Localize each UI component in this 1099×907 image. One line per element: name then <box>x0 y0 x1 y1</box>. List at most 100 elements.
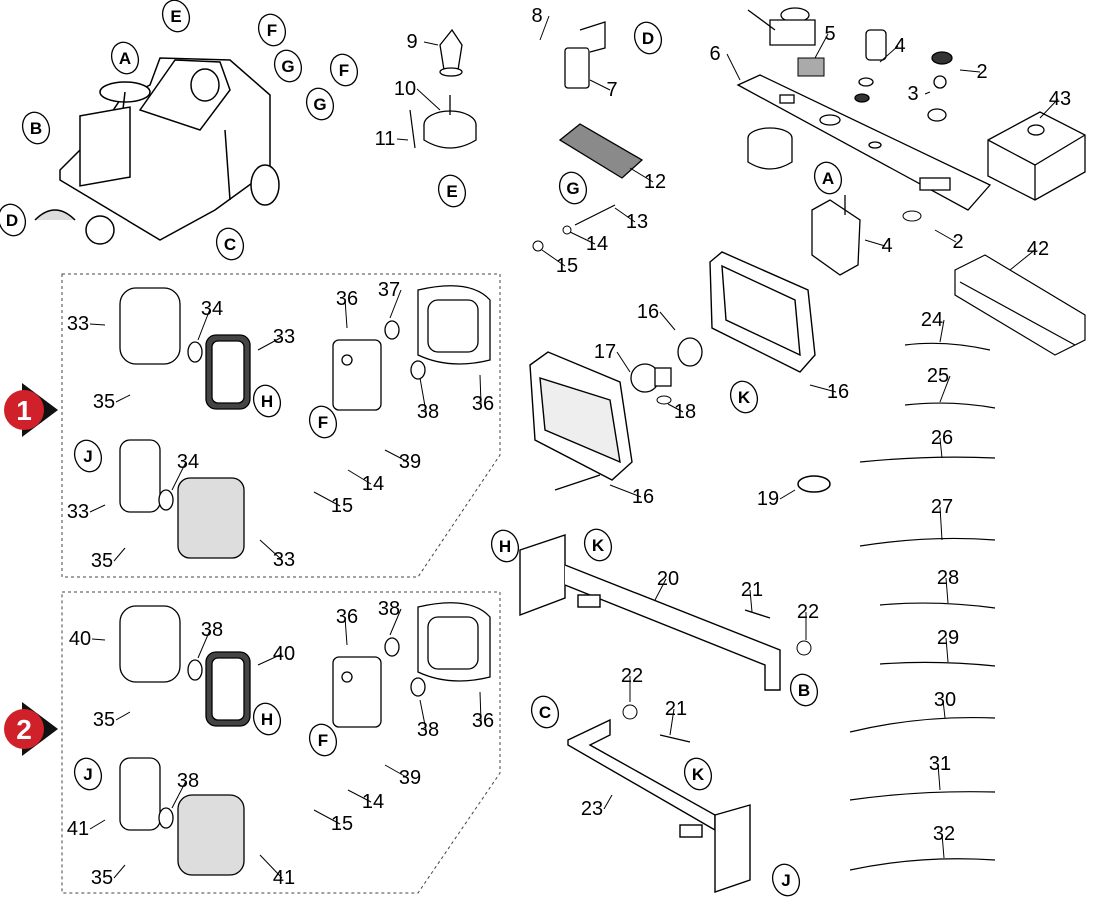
part-number-label: 40 <box>273 643 295 665</box>
part-14-washer <box>562 225 572 235</box>
part-15-nut <box>532 240 544 252</box>
part-19-hose-clamp <box>797 475 831 493</box>
reference-letter-c: C <box>530 695 560 729</box>
leader-line <box>257 653 283 666</box>
part-number-label: 35 <box>91 550 113 572</box>
part-number-label: 11 <box>375 128 396 150</box>
part-number-label: 41 <box>273 867 295 889</box>
part-number-label: 20 <box>657 568 679 590</box>
group-1-lights <box>119 285 491 559</box>
part-number-label: 4 <box>894 35 905 57</box>
part-number-label: 41 <box>67 818 89 840</box>
svg-text:A: A <box>119 49 131 68</box>
part-number-label: 17 <box>594 341 616 363</box>
leader-line <box>603 794 613 810</box>
leader-line <box>389 608 402 636</box>
part-switch-top <box>747 7 816 46</box>
leader-line <box>257 336 283 351</box>
leader-line <box>347 469 372 485</box>
leader-line <box>419 377 427 413</box>
part-number-label: 16 <box>637 301 659 323</box>
leader-line <box>939 319 945 343</box>
part-number-label: 33 <box>67 501 89 523</box>
part-number-label: 2 <box>976 61 987 83</box>
group-badge-2: 2 <box>4 702 58 756</box>
leader-line <box>654 578 667 601</box>
svg-text:D: D <box>6 211 18 230</box>
leader-line <box>344 298 348 329</box>
leader-line <box>89 819 106 830</box>
part-number-label: 7 <box>606 79 617 101</box>
leader-line <box>384 764 409 779</box>
part-number-label: 38 <box>177 770 199 792</box>
leader-line <box>941 833 945 859</box>
part-number-label: 14 <box>362 473 384 495</box>
part-number-label: 43 <box>1049 88 1071 110</box>
part-21-bolt <box>744 609 771 619</box>
part-number-label: 6 <box>709 43 720 65</box>
part-number-label: 27 <box>931 496 953 518</box>
leader-line <box>614 207 636 223</box>
leader-line <box>937 763 941 791</box>
part-number-label: 19 <box>757 488 779 510</box>
svg-text:E: E <box>446 182 457 201</box>
group-1-box <box>61 273 501 578</box>
svg-text:G: G <box>281 57 294 76</box>
leader-line <box>197 308 211 341</box>
part-number-label: 36 <box>336 606 358 628</box>
leader-line <box>539 15 550 41</box>
part-number-label: 14 <box>362 791 384 813</box>
part-number-label: 18 <box>674 401 696 423</box>
part-number-label: 21 <box>741 579 763 601</box>
leader-line <box>423 41 439 46</box>
part-2-lamp <box>927 51 953 122</box>
reference-letter-g: G <box>558 171 588 205</box>
reference-letter-j: J <box>771 863 801 897</box>
part-7-relay <box>564 21 606 89</box>
svg-text:H: H <box>261 710 273 729</box>
leader-line <box>89 323 106 326</box>
part-number-label: 8 <box>531 5 542 27</box>
part-22-nut <box>796 640 812 656</box>
part-20-bracket <box>519 534 781 691</box>
part-number-label: 34 <box>201 298 223 320</box>
sweeper-machine <box>34 57 280 245</box>
part-number-label: 3 <box>907 83 918 105</box>
part-number-label: 16 <box>827 381 849 403</box>
leader-line <box>1009 248 1037 271</box>
part-9-holder <box>439 28 463 77</box>
part-switch-bottom <box>747 127 793 170</box>
reference-letter-b: B <box>789 673 819 707</box>
leader-line <box>629 167 654 183</box>
leader-line <box>879 45 899 63</box>
svg-text:B: B <box>798 681 810 700</box>
part-number-label: 22 <box>797 601 819 623</box>
reference-letter-f: F <box>308 405 338 439</box>
reference-letter-f: F <box>329 53 359 87</box>
leader-lines <box>89 15 1059 879</box>
leader-line <box>313 491 341 507</box>
svg-text:G: G <box>566 179 579 198</box>
leader-line <box>171 780 187 809</box>
leader-line <box>479 374 482 405</box>
svg-text:E: E <box>170 7 181 26</box>
part-number-label: 32 <box>933 823 955 845</box>
part-4-switch-block <box>811 195 861 276</box>
reference-letter-g: G <box>273 49 303 83</box>
reference-letter-h: H <box>252 702 282 736</box>
part-number-label: 15 <box>556 255 578 277</box>
svg-text:2: 2 <box>16 714 32 745</box>
part-number-label: 36 <box>336 288 358 310</box>
reference-letter-k: K <box>729 380 759 414</box>
svg-text:B: B <box>30 119 42 138</box>
part-number-label: 39 <box>399 767 421 789</box>
svg-text:D: D <box>642 29 654 48</box>
leader-line <box>396 138 409 141</box>
part-number-label: 30 <box>934 689 956 711</box>
leader-line <box>609 484 642 498</box>
leader-line <box>569 231 596 245</box>
reference-letter-h: H <box>252 384 282 418</box>
leader-line <box>91 638 106 641</box>
part-number-label: 31 <box>929 753 951 775</box>
part-2-grommet <box>902 210 922 222</box>
